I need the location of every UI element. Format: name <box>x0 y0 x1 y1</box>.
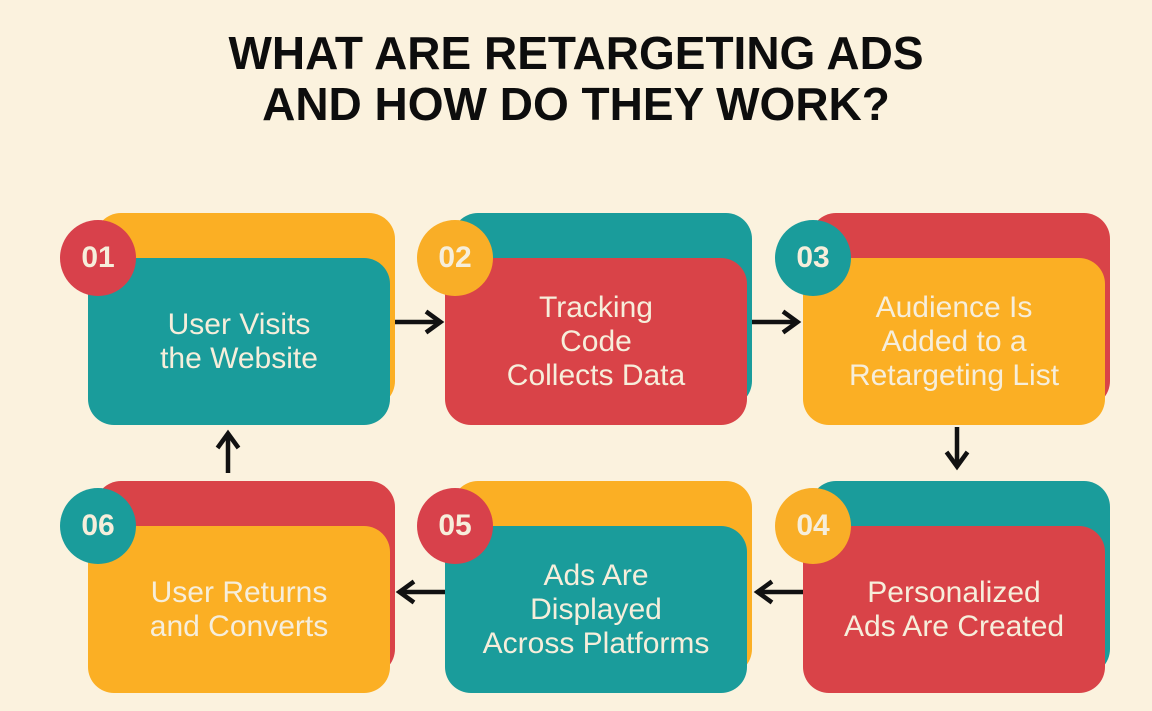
page-title: WHAT ARE RETARGETING ADS AND HOW DO THEY… <box>0 28 1152 130</box>
page-title-line-1: WHAT ARE RETARGETING ADS <box>228 27 924 79</box>
arrow-down-3-to-4-icon <box>943 426 971 474</box>
card-label: User Visits the Website <box>88 258 390 425</box>
arrow-left-5-to-6-icon <box>392 578 446 606</box>
step-card-02: Tracking Code Collects Data 02 <box>417 213 752 425</box>
step-number-badge: 06 <box>60 488 136 564</box>
step-card-04: Personalized Ads Are Created 04 <box>775 481 1110 693</box>
step-number-badge: 02 <box>417 220 493 296</box>
step-number-badge: 04 <box>775 488 851 564</box>
step-number-badge: 05 <box>417 488 493 564</box>
step-card-01: User Visits the Website 01 <box>60 213 395 425</box>
card-label: Tracking Code Collects Data <box>445 258 747 425</box>
step-number-badge: 01 <box>60 220 136 296</box>
arrow-right-1-to-2-icon <box>394 308 448 336</box>
card-label: User Returns and Converts <box>88 526 390 693</box>
step-number-badge: 03 <box>775 220 851 296</box>
card-label: Audience Is Added to a Retargeting List <box>803 258 1105 425</box>
arrow-up-6-to-1-icon <box>214 426 242 474</box>
arrow-left-4-to-5-icon <box>750 578 804 606</box>
step-card-06: User Returns and Converts 06 <box>60 481 395 693</box>
card-label: Ads Are Displayed Across Platforms <box>445 526 747 693</box>
step-card-05: Ads Are Displayed Across Platforms 05 <box>417 481 752 693</box>
step-card-03: Audience Is Added to a Retargeting List … <box>775 213 1110 425</box>
card-label: Personalized Ads Are Created <box>803 526 1105 693</box>
page-title-line-2: AND HOW DO THEY WORK? <box>262 78 890 130</box>
arrow-right-2-to-3-icon <box>751 308 805 336</box>
